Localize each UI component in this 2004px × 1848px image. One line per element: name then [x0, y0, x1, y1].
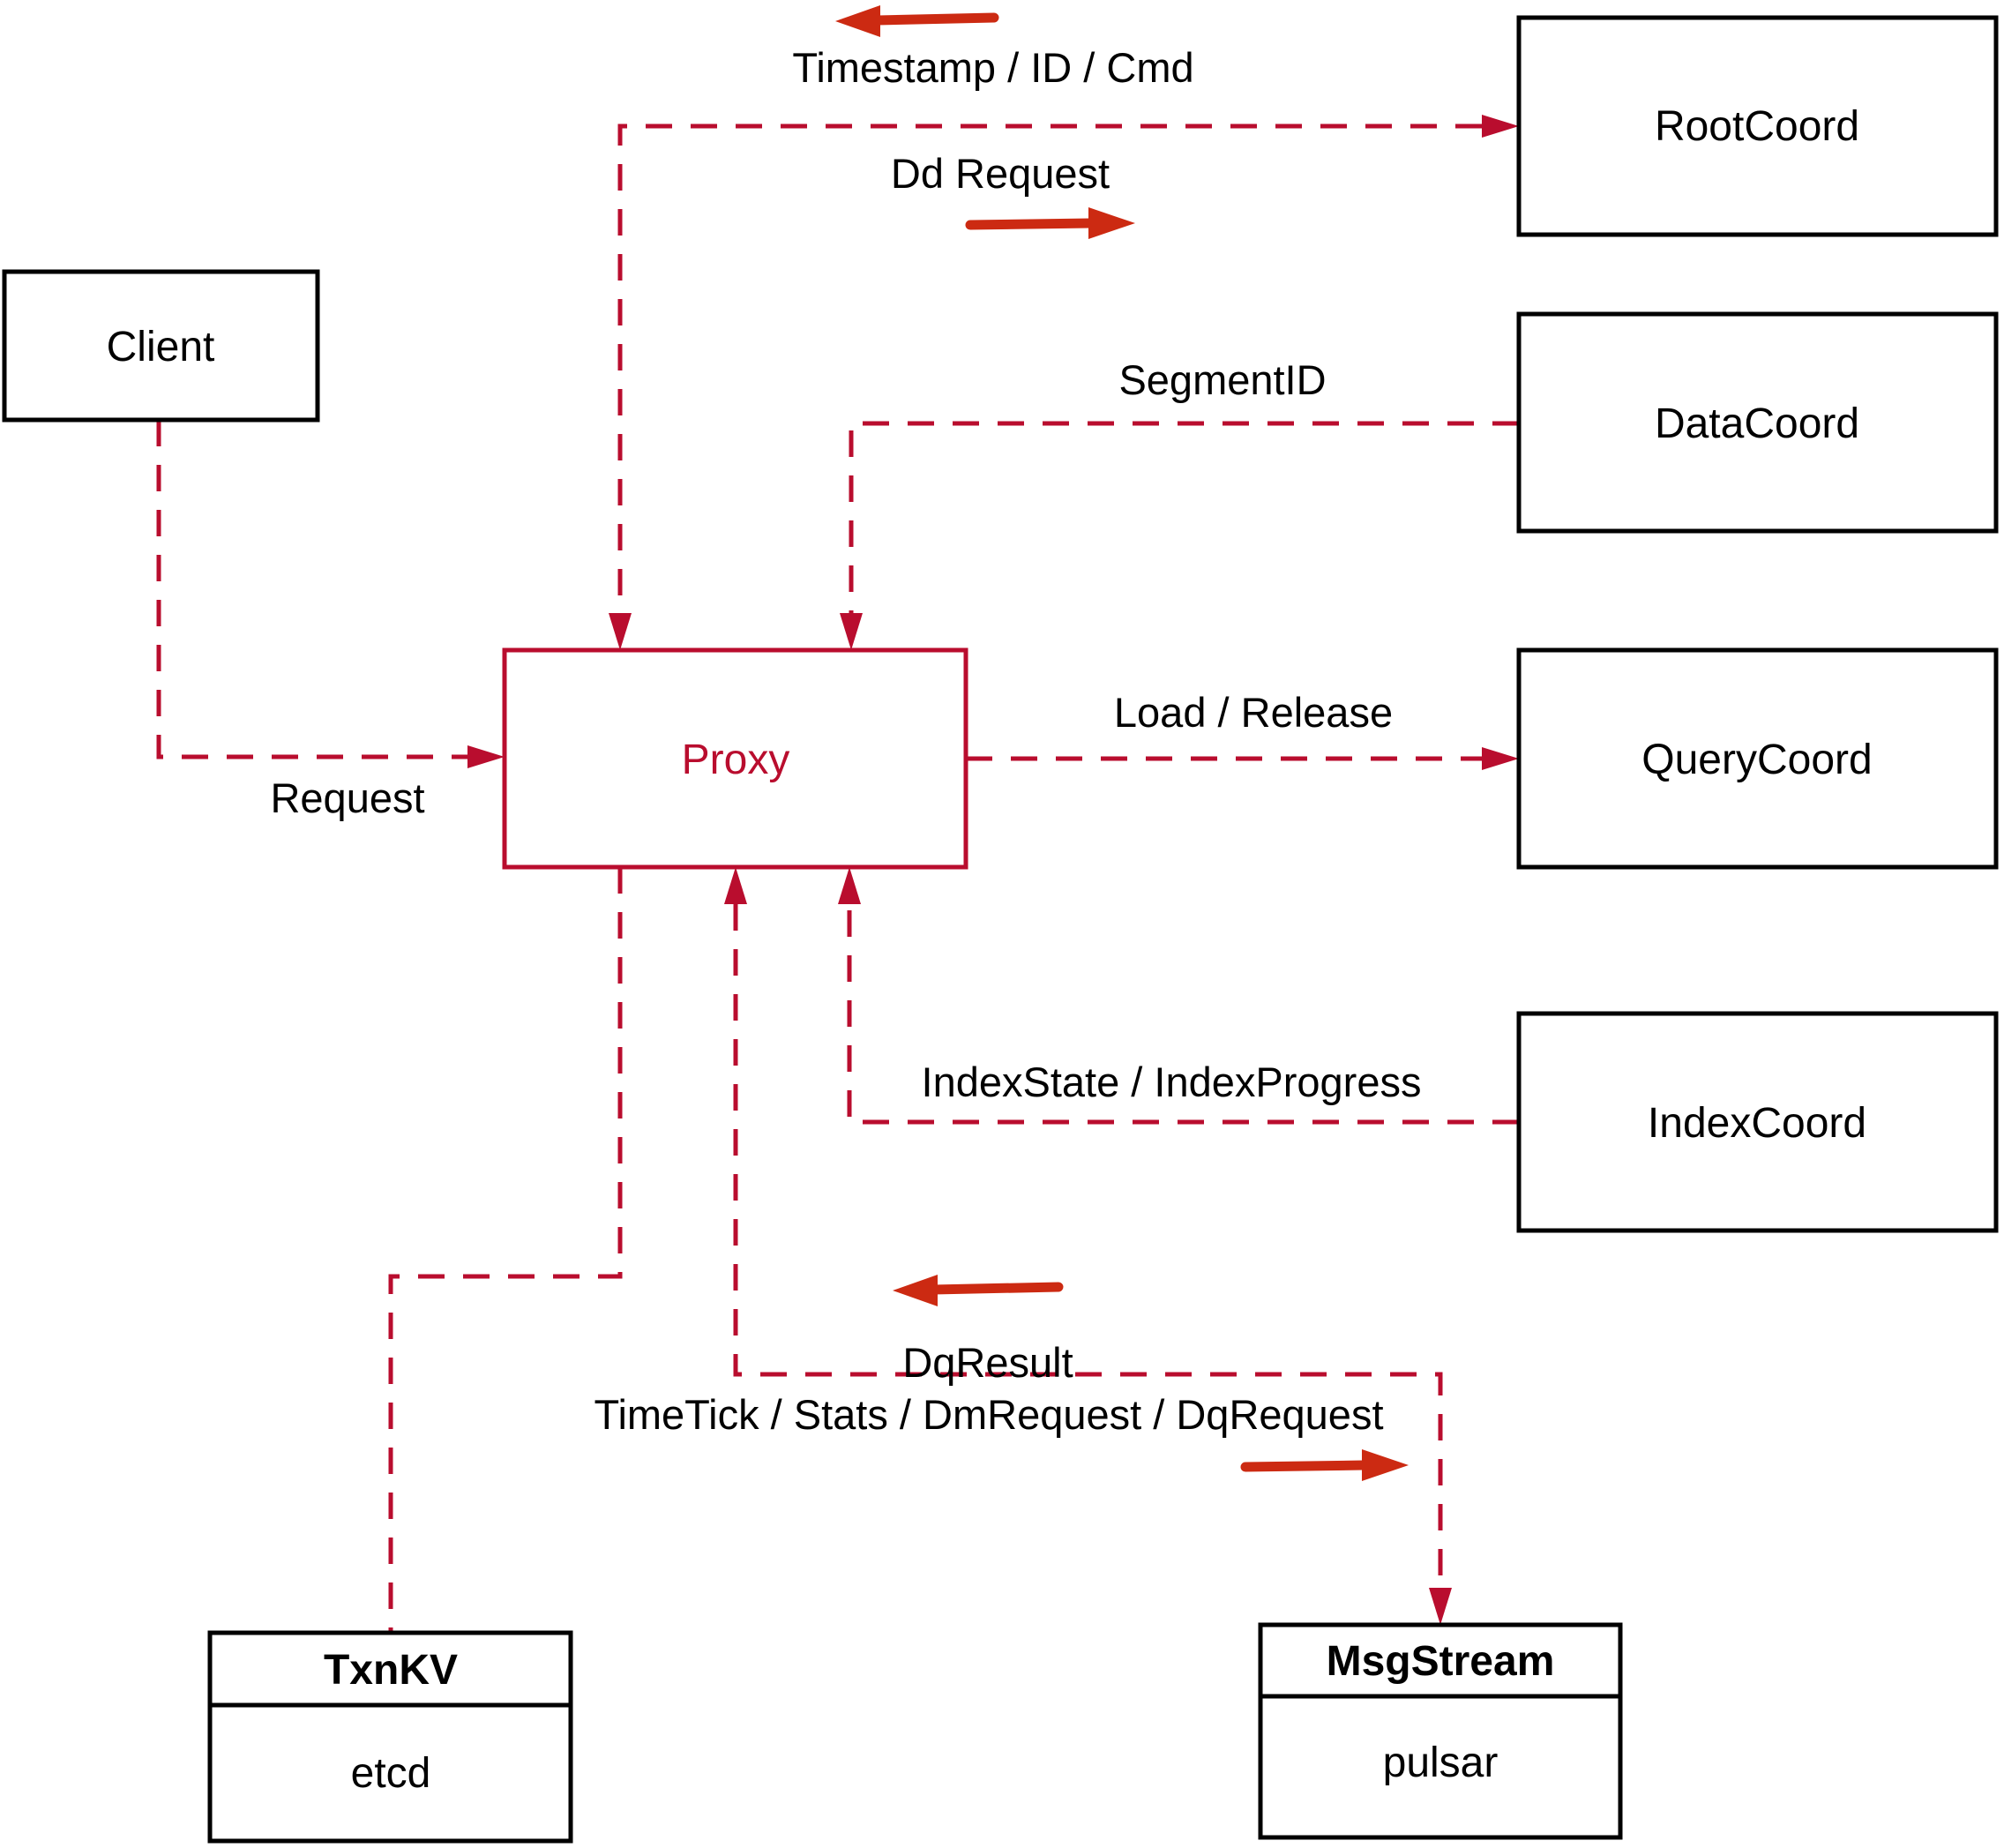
querycoord-box: [1516, 647, 1999, 870]
arrowhead-into-querycoord-icon: [1482, 747, 1519, 770]
edge-client-proxy-line: [156, 420, 467, 759]
dqresult-label: DqResult: [902, 1339, 1073, 1386]
node-querycoord: QueryCoord: [1516, 647, 1999, 870]
edge-proxy-querycoord: Load / Release: [966, 689, 1519, 770]
edge-proxy-msgstream-line: [733, 904, 1443, 1588]
timestamp-left-arrow-head-icon: [835, 5, 880, 37]
edge-proxy-rootcoord: Timestamp / ID / Cmd Dd Request: [609, 5, 1519, 650]
dd-request-right-arrow-head-icon: [1088, 207, 1135, 239]
dd-request-right-arrow-shaft-icon: [965, 218, 1095, 230]
node-client: Client: [2, 269, 320, 423]
indexstate-label: IndexState / IndexProgress: [922, 1059, 1422, 1105]
timestamp-id-cmd-label: Timestamp / ID / Cmd: [792, 44, 1193, 91]
datacoord-box: [1516, 311, 1999, 534]
client-label: Client: [107, 324, 215, 370]
node-msgstream: MsgStream pulsar: [1258, 1622, 1623, 1840]
edge-proxy-msgstream: DqResult TimeTick / Stats / DmRequest / …: [594, 867, 1452, 1625]
arrowhead-into-proxy-bottom-right-icon: [838, 867, 861, 904]
edge-indexcoord-proxy-line: [847, 904, 1519, 1125]
rootcoord-label: RootCoord: [1655, 103, 1859, 150]
indexcoord-label: IndexCoord: [1648, 1100, 1866, 1147]
request-label: Request: [270, 774, 424, 821]
edge-indexcoord-proxy: IndexState / IndexProgress: [838, 867, 1519, 1125]
edge-proxy-txnkv: [388, 867, 623, 1633]
edge-proxy-txnkv-line: [388, 867, 623, 1633]
arrowhead-into-proxy-bottom-left-icon: [724, 867, 747, 904]
msgstream-subtitle: pulsar: [1383, 1740, 1499, 1786]
dqresult-left-arrow-shaft-icon: [928, 1282, 1064, 1295]
txnkv-box: [207, 1630, 573, 1844]
node-datacoord: DataCoord: [1516, 311, 1999, 534]
node-rootcoord: RootCoord: [1516, 15, 1999, 237]
arrowhead-into-msgstream-icon: [1429, 1588, 1452, 1625]
rootcoord-box: [1516, 15, 1999, 237]
txnkv-title: TxnKV: [324, 1647, 458, 1694]
querycoord-label: QueryCoord: [1641, 737, 1872, 783]
timetick-label: TimeTick / Stats / DmRequest / DqRequest: [594, 1391, 1383, 1438]
edge-proxy-rootcoord-line: [617, 123, 1482, 613]
dd-request-label: Dd Request: [891, 150, 1110, 197]
node-indexcoord: IndexCoord: [1516, 1011, 1999, 1233]
datacoord-label: DataCoord: [1655, 400, 1859, 447]
client-box: [2, 269, 320, 423]
msgstream-title: MsgStream: [1327, 1638, 1555, 1685]
timestamp-left-arrow-shaft-icon: [872, 12, 999, 26]
timetick-right-arrow-head-icon: [1362, 1449, 1409, 1481]
node-proxy: Proxy: [502, 647, 968, 870]
arrowhead-into-rootcoord-icon: [1482, 115, 1519, 138]
indexcoord-box: [1516, 1011, 1999, 1233]
arrowhead-into-proxy-left-icon: [467, 745, 505, 768]
dqresult-left-arrow-head-icon: [893, 1275, 938, 1306]
arrowhead-into-proxy-top-left-icon: [609, 613, 632, 650]
txnkv-subtitle: etcd: [351, 1750, 431, 1797]
proxy-label: Proxy: [682, 737, 790, 783]
arrowhead-into-proxy-top-right-icon: [840, 613, 863, 650]
node-txnkv: TxnKV etcd: [207, 1630, 573, 1844]
proxy-box: [502, 647, 968, 870]
segmentid-label: SegmentID: [1118, 356, 1326, 403]
edge-client-proxy: Request: [156, 420, 505, 821]
timetick-right-arrow-shaft-icon: [1240, 1460, 1369, 1472]
edge-datacoord-proxy: SegmentID: [840, 356, 1519, 650]
load-release-label: Load / Release: [1114, 689, 1393, 736]
msgstream-box: [1258, 1622, 1623, 1840]
edge-datacoord-proxy-line: [849, 421, 1519, 613]
